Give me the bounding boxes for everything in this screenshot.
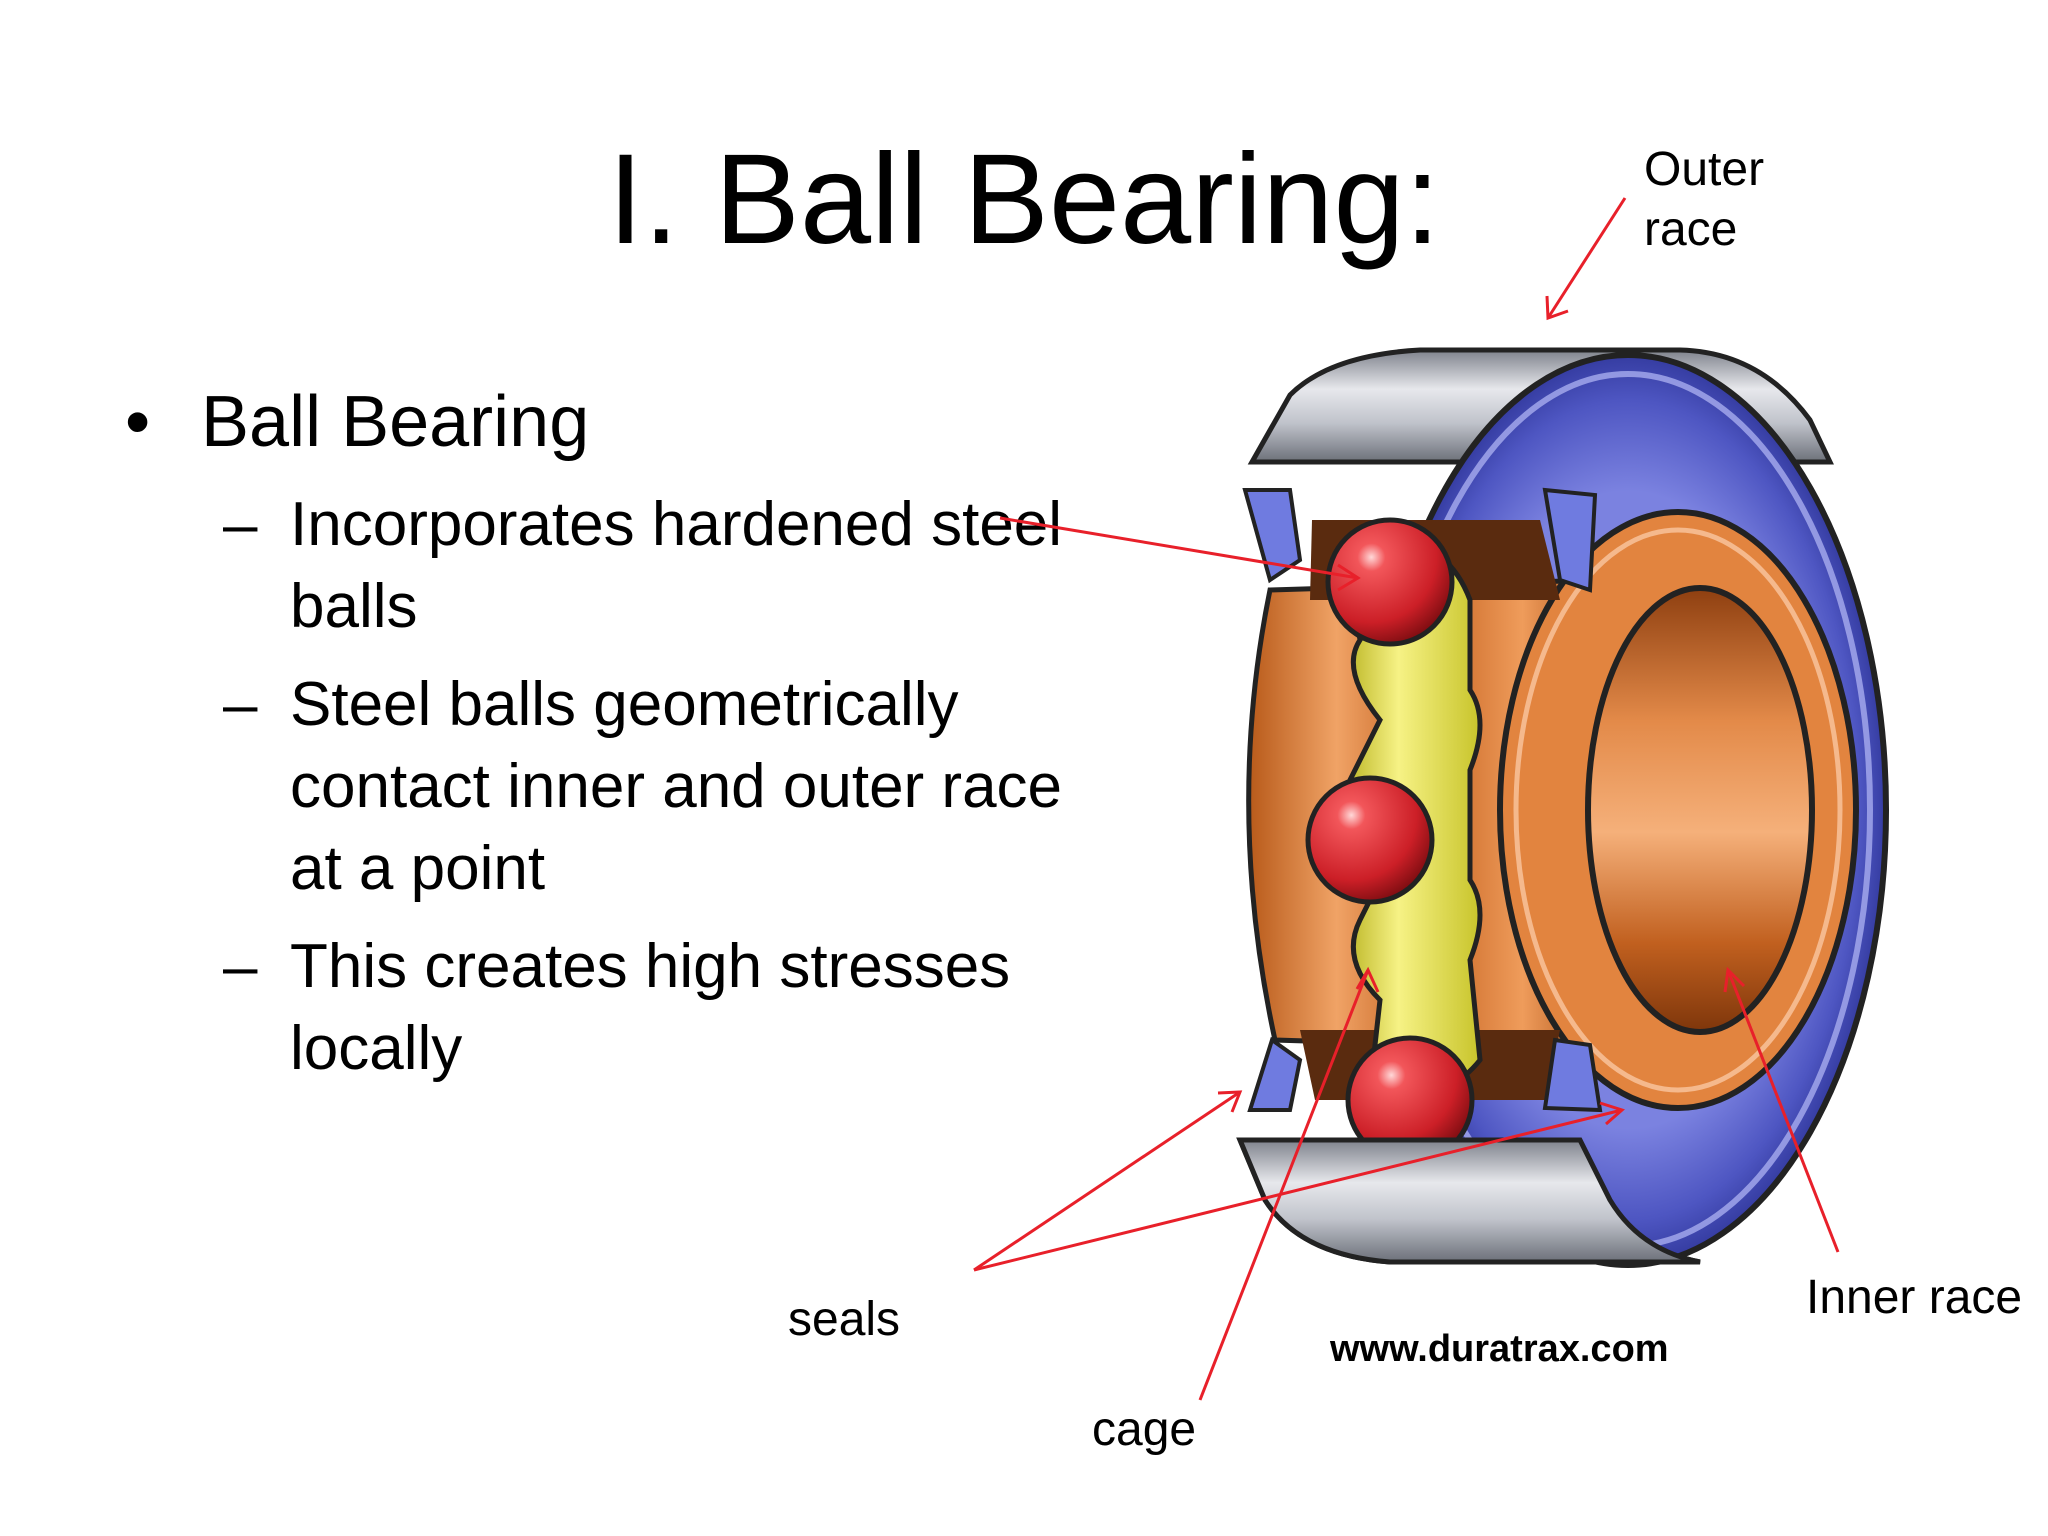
steel-ball-middle [1305, 775, 1435, 905]
dash-icon: – [223, 670, 258, 739]
dash-icon: – [223, 490, 258, 559]
seal-top-right [1542, 487, 1598, 593]
label-outer-race: Outer race [1644, 143, 1765, 256]
bullet-text: Ball Bearing [201, 382, 590, 462]
arrow-seal-right [973, 1108, 1623, 1272]
arrow-outer-race [1546, 197, 1627, 319]
label-inner-race: Inner race [1806, 1271, 2023, 1324]
sub-bullet-item: – This creates high stresses locally [125, 926, 1125, 1090]
dash-icon: – [223, 932, 258, 1001]
sub-bullet-text: Incorporates hardened steel balls [290, 490, 1063, 641]
seal-bottom-right [1542, 1037, 1603, 1113]
sub-bullet-item: – Incorporates hardened steel balls [125, 484, 1125, 648]
arrow-cage [1198, 969, 1370, 1401]
bullet-dot-icon: • [125, 382, 151, 462]
arrow-seal-left [973, 1090, 1241, 1272]
bore [1585, 585, 1815, 1035]
sub-bullet-list: – Incorporates hardened steel balls – St… [125, 484, 1125, 1090]
sub-bullet-text: This creates high stresses locally [290, 932, 1011, 1083]
label-cage: cage [1092, 1403, 1197, 1456]
sub-bullet-text: Steel balls geometrically contact inner … [290, 670, 1063, 903]
label-seals: seals [788, 1293, 901, 1346]
watermark-url: www.duratrax.com [1330, 1328, 1669, 1370]
bullet-list: • Ball Bearing – Incorporates hardened s… [125, 380, 1125, 1106]
arrow-steel-ball [999, 516, 1359, 580]
arrow-inner-race [1726, 969, 1840, 1253]
seal-top-left [1242, 488, 1303, 584]
bullet-item-ball-bearing: • Ball Bearing [125, 380, 1125, 464]
steel-ball-top [1325, 517, 1455, 647]
leader-lines [973, 197, 1840, 1401]
slide-title: I. Ball Bearing: [607, 128, 1441, 271]
sub-bullet-item: – Steel balls geometrically contact inne… [125, 664, 1125, 910]
seal-bottom-left [1247, 1036, 1303, 1112]
